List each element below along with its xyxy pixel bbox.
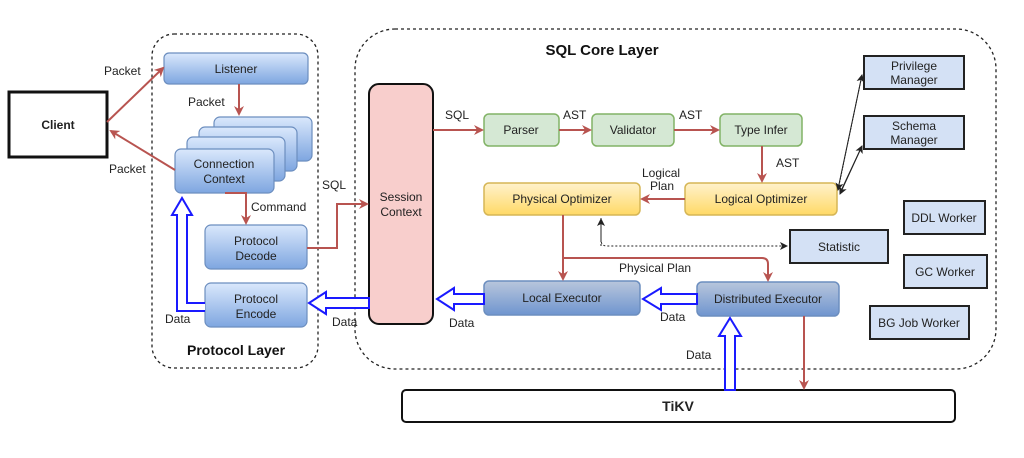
connection-context-stack[interactable]: Connection Context xyxy=(174,116,313,194)
edge-decode-to-session xyxy=(307,199,369,249)
svg-text:Schema: Schema xyxy=(892,119,936,133)
validator-node[interactable]: Validator xyxy=(591,113,675,147)
label-data-local: Data xyxy=(449,316,475,330)
edge-privilege-to-logical-head xyxy=(835,74,863,191)
svg-text:Session: Session xyxy=(380,190,423,204)
tikv-node[interactable]: TiKV xyxy=(401,389,956,423)
protocol-decode-node[interactable]: Protocol Decode xyxy=(204,224,308,270)
protocol-layer-title: Protocol Layer xyxy=(187,342,286,358)
data-arrow-local-to-session xyxy=(435,286,485,312)
edge-connection-to-decode xyxy=(225,192,251,225)
physical-optimizer-node[interactable]: Physical Optimizer xyxy=(483,182,641,216)
label-sql-session: SQL xyxy=(322,178,346,192)
svg-text:Manager: Manager xyxy=(890,133,937,147)
label-sql-parser: SQL xyxy=(445,108,469,122)
svg-text:Protocol: Protocol xyxy=(234,234,278,248)
label-packet-in: Packet xyxy=(104,64,141,78)
edge-physical-to-distributed xyxy=(563,257,773,282)
label-data-session: Data xyxy=(332,315,358,329)
data-arrow-distributed-to-local xyxy=(641,286,698,312)
svg-text:Local Executor: Local Executor xyxy=(522,291,601,305)
client-node[interactable]: Client xyxy=(7,90,109,159)
protocol-layer-container xyxy=(151,33,319,369)
data-arrow-session-to-encode xyxy=(307,290,370,316)
connection-context-node[interactable] xyxy=(174,148,275,194)
type-infer-node[interactable]: Type Infer xyxy=(719,113,803,147)
ddl-worker-node[interactable]: DDL Worker xyxy=(903,200,986,235)
label-data-distributed: Data xyxy=(660,310,686,324)
sql-core-layer-container xyxy=(354,28,997,370)
parser-node[interactable]: Parser xyxy=(483,113,560,147)
label-ast-2: AST xyxy=(679,108,703,122)
svg-text:Privilege: Privilege xyxy=(891,59,937,73)
svg-text:Manager: Manager xyxy=(890,73,937,87)
label-logical-plan-1: Logical xyxy=(642,166,680,180)
edge-physical-statistic xyxy=(600,218,788,250)
local-executor-node[interactable]: Local Executor xyxy=(483,280,641,316)
distributed-executor-node[interactable]: Distributed Executor xyxy=(696,281,840,317)
label-command: Command xyxy=(251,200,306,214)
svg-text:Logical Optimizer: Logical Optimizer xyxy=(715,192,808,206)
data-arrow-encode-to-connection xyxy=(170,196,205,312)
schema-manager-node[interactable]: Schema Manager xyxy=(863,115,965,150)
gc-worker-node[interactable]: GC Worker xyxy=(903,254,988,289)
svg-text:Protocol: Protocol xyxy=(234,292,278,306)
svg-text:BG Job Worker: BG Job Worker xyxy=(878,316,960,330)
edge-schema-to-logical-head xyxy=(839,145,863,195)
svg-text:Statistic: Statistic xyxy=(818,240,860,254)
label-logical-plan-2: Plan xyxy=(650,179,674,193)
label-data-encode: Data xyxy=(165,312,191,326)
svg-text:Context: Context xyxy=(203,172,245,186)
svg-text:Parser: Parser xyxy=(503,123,538,137)
svg-text:Distributed Executor: Distributed Executor xyxy=(714,292,822,306)
label-packet-listener: Packet xyxy=(188,95,225,109)
label-data-tikv: Data xyxy=(686,348,712,362)
svg-text:Client: Client xyxy=(41,118,74,132)
protocol-encode-node[interactable]: Protocol Encode xyxy=(204,282,308,328)
svg-text:GC Worker: GC Worker xyxy=(915,265,975,279)
label-ast-1: AST xyxy=(563,108,587,122)
edge-connection-to-client xyxy=(109,129,176,171)
privilege-manager-node[interactable]: Privilege Manager xyxy=(863,55,965,90)
svg-text:Connection: Connection xyxy=(194,157,255,171)
data-arrow-tikv-to-distributed xyxy=(717,316,743,391)
logical-optimizer-node[interactable]: Logical Optimizer xyxy=(684,182,838,216)
svg-text:Context: Context xyxy=(380,205,422,219)
svg-text:DDL Worker: DDL Worker xyxy=(911,211,976,225)
bg-job-worker-node[interactable]: BG Job Worker xyxy=(869,305,970,340)
svg-text:Encode: Encode xyxy=(236,307,277,321)
svg-text:TiKV: TiKV xyxy=(662,398,694,414)
svg-text:Listener: Listener xyxy=(215,62,258,76)
svg-text:Type Infer: Type Infer xyxy=(734,123,787,137)
listener-node[interactable]: Listener xyxy=(163,52,309,85)
session-context-node[interactable]: Session Context xyxy=(368,83,434,325)
statistic-node[interactable]: Statistic xyxy=(789,229,889,264)
sql-core-layer-title: SQL Core Layer xyxy=(545,42,658,59)
label-packet-out: Packet xyxy=(109,162,146,176)
label-physical-plan: Physical Plan xyxy=(619,261,691,275)
label-ast-3: AST xyxy=(776,156,800,170)
edge-client-to-listener xyxy=(106,66,165,123)
svg-text:Decode: Decode xyxy=(235,249,277,263)
svg-text:Physical Optimizer: Physical Optimizer xyxy=(512,192,611,206)
svg-text:Validator: Validator xyxy=(610,123,656,137)
